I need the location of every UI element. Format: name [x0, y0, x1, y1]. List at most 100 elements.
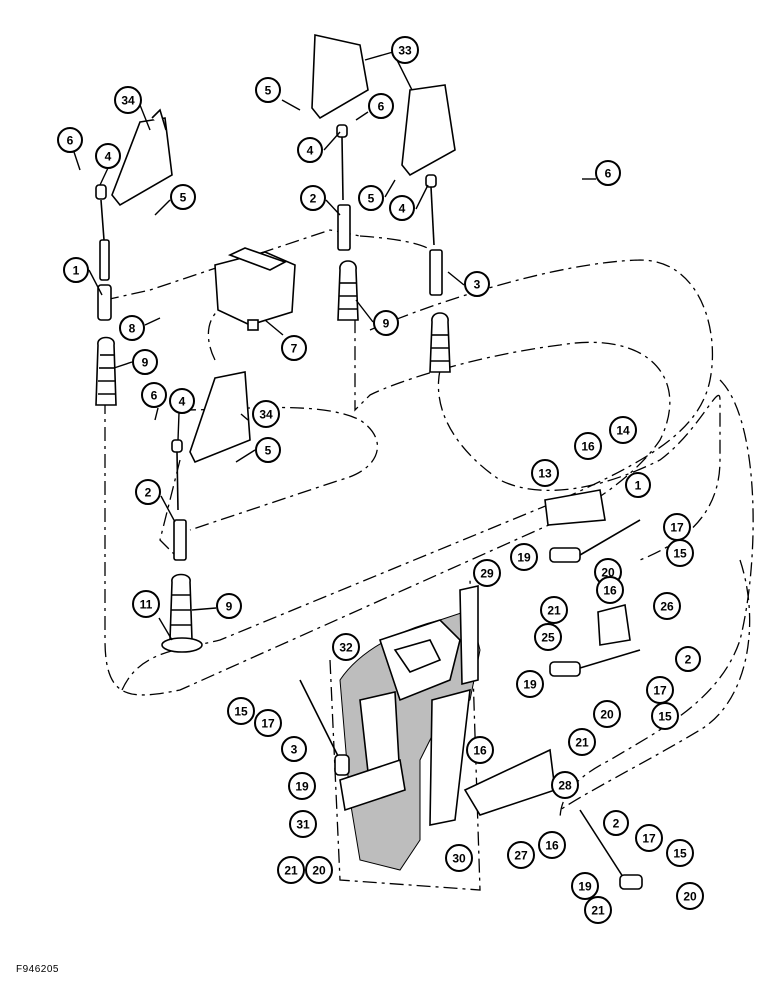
callout-circle [568, 728, 596, 756]
callout-4: 4 [95, 143, 121, 169]
cable-assembly-middle-left [161, 371, 251, 653]
callout-9: 9 [216, 593, 242, 619]
callout-7: 7 [281, 335, 307, 361]
callout-circle [464, 271, 490, 297]
callout-5: 5 [358, 185, 384, 211]
callout-label: 17 [642, 832, 656, 846]
callout-label: 20 [312, 864, 326, 878]
callout-circle [281, 736, 307, 762]
callout-33: 33 [391, 36, 419, 64]
callout-label: 8 [129, 322, 136, 336]
callout-label: 32 [339, 641, 353, 655]
callout-circle [216, 593, 242, 619]
callout-label: 20 [683, 890, 697, 904]
callout-circle [507, 841, 535, 869]
callout-circle [305, 856, 333, 884]
callout-6: 6 [141, 382, 167, 408]
callout-label: 3 [291, 743, 298, 757]
callout-2: 2 [675, 646, 701, 672]
callout-circle [281, 335, 307, 361]
callout-circle [132, 590, 160, 618]
callout-label: 30 [452, 852, 466, 866]
callout-label: 6 [605, 167, 612, 181]
callout-circle [289, 810, 317, 838]
callout-circle [119, 315, 145, 341]
callout-circle [114, 86, 142, 114]
callout-19: 19 [571, 872, 599, 900]
callout-5: 5 [255, 77, 281, 103]
callout-label: 19 [523, 678, 537, 692]
figure-code: F946205 [16, 964, 59, 975]
callout-circle [252, 400, 280, 428]
callout-29: 29 [473, 559, 501, 587]
callout-label: 4 [399, 202, 406, 216]
callout-label: 17 [670, 521, 684, 535]
callout-5: 5 [170, 184, 196, 210]
callout-circle [603, 810, 629, 836]
cable-assembly-left [95, 108, 173, 406]
callout-label: 2 [685, 653, 692, 667]
callout-26: 26 [653, 592, 681, 620]
callout-15: 15 [666, 539, 694, 567]
callout-21: 21 [540, 596, 568, 624]
callout-14: 14 [609, 416, 637, 444]
callout-20: 20 [593, 700, 621, 728]
callout-circle [666, 539, 694, 567]
callout-16: 16 [574, 432, 602, 460]
callout-circle [531, 459, 559, 487]
callout-circle [132, 349, 158, 375]
callout-circle [666, 839, 694, 867]
callout-label: 6 [67, 134, 74, 148]
callout-label: 17 [261, 717, 275, 731]
callout-31: 31 [289, 810, 317, 838]
cable-routing-lines [104, 229, 754, 891]
callout-circle [574, 432, 602, 460]
callout-label: 19 [295, 780, 309, 794]
callout-4: 4 [389, 195, 415, 221]
callout-label: 4 [105, 150, 112, 164]
callout-label: 7 [291, 342, 298, 356]
callout-label: 11 [140, 598, 153, 612]
callout-circle [596, 576, 624, 604]
callout-circle [653, 592, 681, 620]
callout-circle [473, 559, 501, 587]
callout-label: 5 [265, 444, 272, 458]
callout-21: 21 [568, 728, 596, 756]
callout-label: 5 [265, 84, 272, 98]
callout-label: 15 [673, 547, 687, 561]
callout-label: 20 [601, 566, 615, 580]
callout-label: 15 [234, 705, 248, 719]
mount-block [214, 247, 296, 331]
callout-6: 6 [57, 127, 83, 153]
callout-circle [373, 310, 399, 336]
callout-circle [551, 771, 579, 799]
callout-label: 4 [307, 144, 314, 158]
lever-assembly-body [339, 585, 556, 871]
callout-label: 25 [541, 631, 555, 645]
callout-circle [676, 882, 704, 910]
callout-label: 14 [616, 424, 630, 438]
callout-label: 21 [547, 604, 561, 618]
callout-20: 20 [305, 856, 333, 884]
callout-2: 2 [300, 185, 326, 211]
callout-9: 9 [373, 310, 399, 336]
callout-label: 33 [398, 44, 412, 58]
callout-label: 34 [259, 408, 273, 422]
callout-13: 13 [531, 459, 559, 487]
callout-17: 17 [254, 709, 282, 737]
leader-lines [73, 51, 596, 641]
callout-label: 21 [284, 864, 298, 878]
callout-circle [466, 736, 494, 764]
callout-circle [135, 479, 161, 505]
callout-16: 16 [538, 831, 566, 859]
callout-label: 16 [581, 440, 595, 454]
callout-label: 6 [378, 100, 385, 114]
callout-label: 15 [658, 710, 672, 724]
callout-label: 13 [538, 467, 552, 481]
callout-label: 2 [145, 486, 152, 500]
callout-3: 3 [464, 271, 490, 297]
callout-25: 25 [534, 623, 562, 651]
callout-17: 17 [635, 824, 663, 852]
callout-circle [445, 844, 473, 872]
